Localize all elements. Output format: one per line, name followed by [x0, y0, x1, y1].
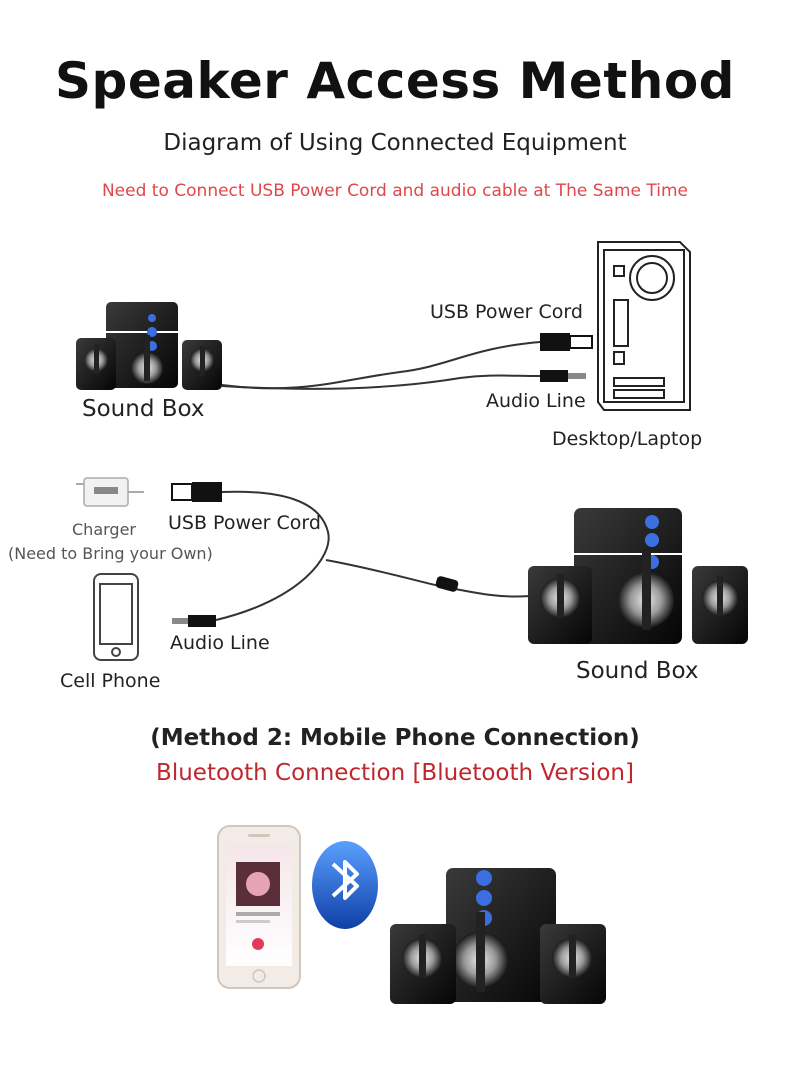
charger-note: (Need to Bring your Own) [8, 544, 213, 563]
audio-cable-top [221, 374, 541, 390]
usb-plug-mobile-icon [171, 482, 222, 502]
audio-jack-icon [540, 370, 586, 382]
cell-phone-label: Cell Phone [60, 670, 161, 692]
mobile-usb-cable [215, 490, 330, 621]
bluetooth-connection-subtitle: Bluetooth Connection [Bluetooth Version] [156, 760, 634, 786]
page-title: Speaker Access Method [55, 52, 735, 110]
usb-power-cord-label-top: USB Power Cord [430, 301, 583, 323]
sound-box-label-middle: Sound Box [576, 658, 699, 684]
usb-cable-top [221, 341, 541, 390]
charger-icon [76, 477, 144, 507]
usb-plug-icon [540, 333, 593, 351]
smartphone-illustration [217, 825, 301, 989]
desktop-computer-icon [597, 241, 691, 411]
sound-box-label-top: Sound Box [82, 396, 205, 422]
cable-clip [435, 576, 459, 592]
mobile-main-cable [325, 559, 531, 598]
connection-note: Need to Connect USB Power Cord and audio… [101, 181, 689, 201]
speaker-set-top [76, 302, 222, 390]
usb-power-cord-label-mobile: USB Power Cord [168, 512, 321, 534]
cell-phone-icon [93, 573, 139, 661]
audio-line-label-top: Audio Line [486, 390, 586, 412]
audio-jack-mobile-icon [172, 615, 216, 627]
method-2-title: (Method 2: Mobile Phone Connection) [150, 725, 640, 751]
audio-line-label-mobile: Audio Line [170, 632, 270, 654]
speaker-set-middle [528, 508, 748, 644]
diagram-subtitle: Diagram of Using Connected Equipment [163, 130, 627, 156]
bluetooth-icon [312, 841, 378, 929]
desktop-laptop-label: Desktop/Laptop [552, 428, 703, 450]
speaker-set-bottom [390, 868, 606, 1004]
charger-label: Charger [72, 520, 136, 539]
